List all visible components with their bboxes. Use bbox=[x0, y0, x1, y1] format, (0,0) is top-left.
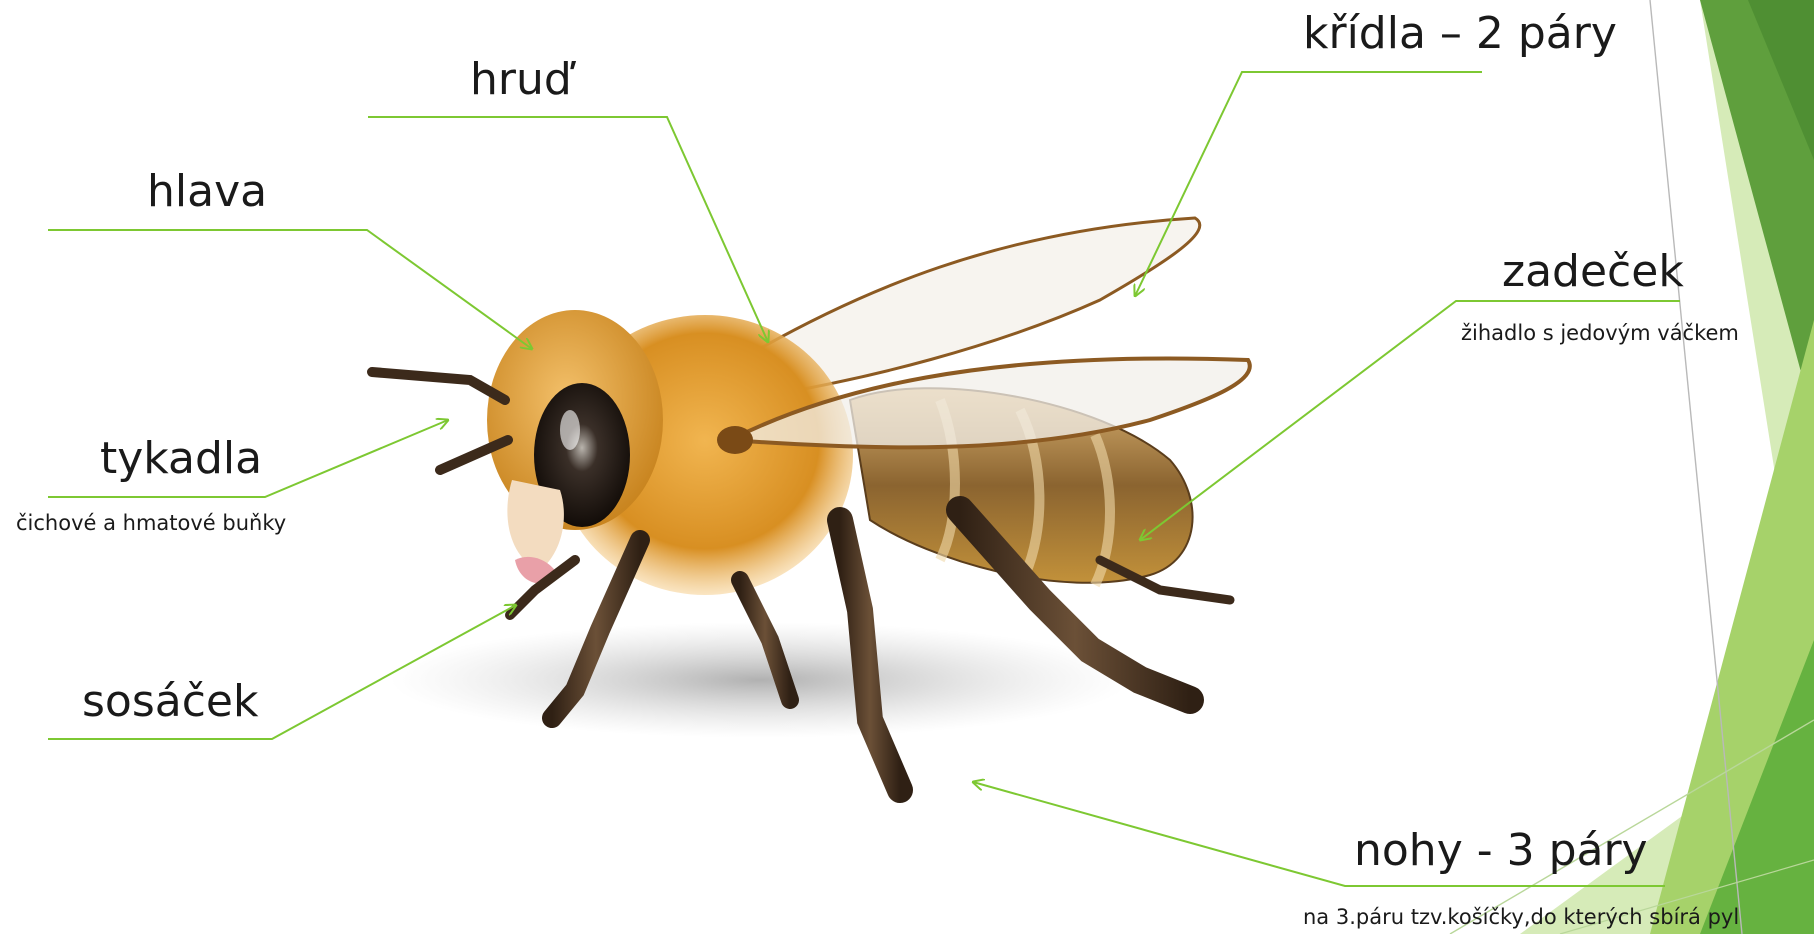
label-abdomen-note: žihadlo s jedovým váčkem bbox=[1461, 323, 1739, 344]
label-thorax: hruď bbox=[470, 58, 572, 102]
label-legs: nohy - 3 páry bbox=[1354, 829, 1648, 873]
label-antennae-note: čichové a hmatové buňky bbox=[16, 513, 286, 534]
label-head: hlava bbox=[147, 170, 267, 214]
leader-line-thorax bbox=[368, 117, 768, 342]
label-wings: křídla – 2 páry bbox=[1303, 12, 1617, 56]
label-abdomen: zadeček bbox=[1502, 250, 1684, 294]
label-proboscis: sosáček bbox=[82, 680, 258, 724]
label-antennae: tykadla bbox=[100, 437, 262, 481]
label-legs-note: na 3.páru tzv.košíčky,do kterých sbírá p… bbox=[1303, 907, 1739, 928]
leader-line-wings bbox=[1135, 72, 1482, 296]
leader-line-head bbox=[48, 230, 532, 349]
